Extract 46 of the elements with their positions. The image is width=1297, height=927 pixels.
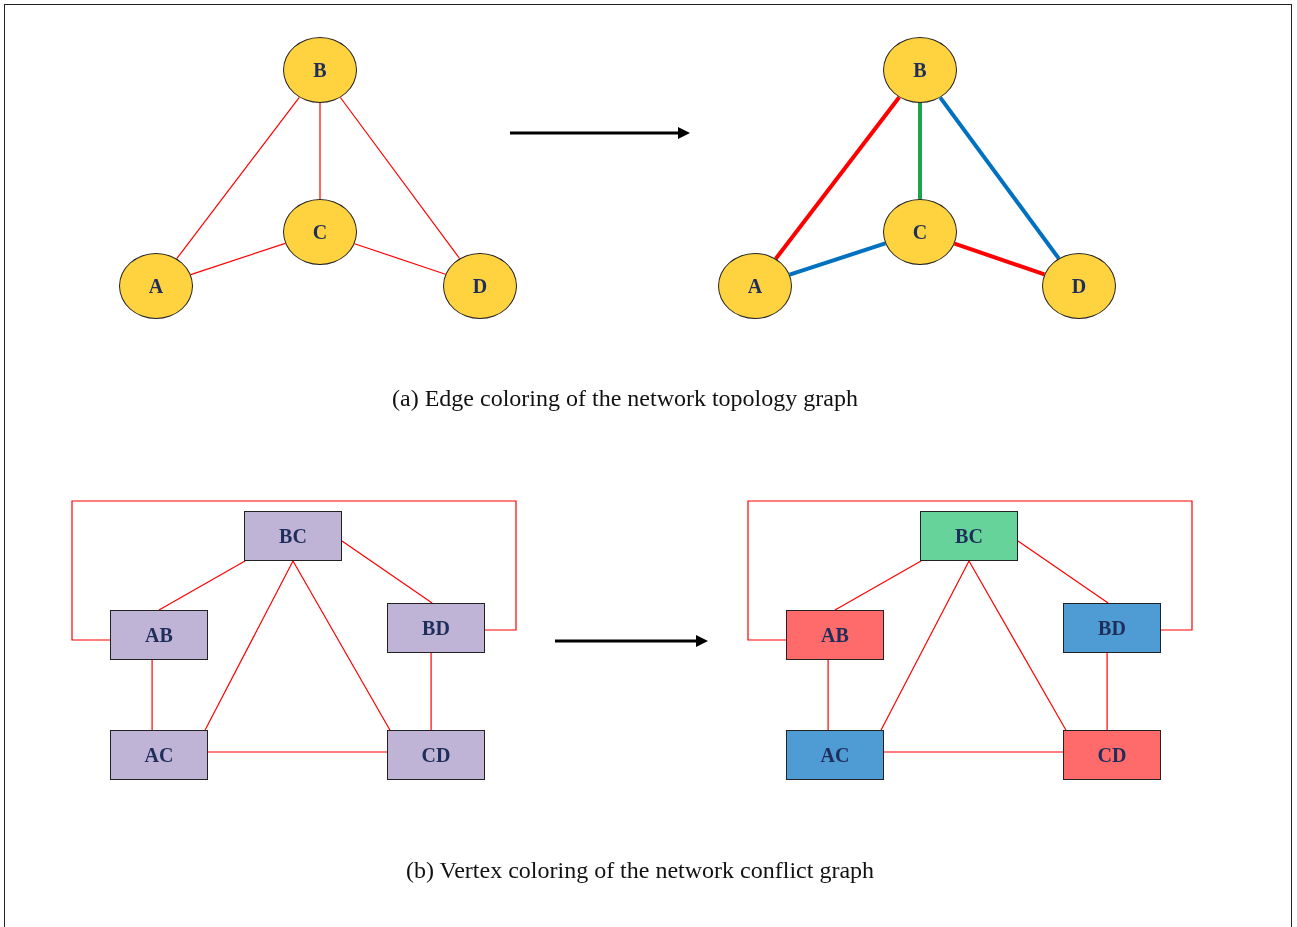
ellipse-node: D xyxy=(443,253,517,319)
connector-line xyxy=(747,500,1193,641)
connector-line xyxy=(207,751,388,753)
caption-text: (a) Edge coloring of the network topology graph xyxy=(392,385,858,412)
connector-line xyxy=(834,560,922,611)
rect-node: AB xyxy=(786,610,884,660)
connector-line xyxy=(1017,540,1109,604)
connector-line xyxy=(774,96,901,260)
connector-line xyxy=(968,560,1067,731)
connector-line xyxy=(354,243,446,275)
rect-node: CD xyxy=(1063,730,1161,780)
connector-line xyxy=(176,96,300,260)
rect-node: AC xyxy=(786,730,884,780)
caption-text: (b) Vertex coloring of the network conflict graph xyxy=(405,857,875,884)
connector-line xyxy=(204,560,294,731)
connector-line xyxy=(292,560,391,731)
connector-line xyxy=(827,659,829,731)
connector-line xyxy=(880,560,970,731)
connector-line xyxy=(71,500,517,641)
rect-node: AC xyxy=(110,730,208,780)
connector-line xyxy=(190,242,286,276)
connector-line xyxy=(938,96,1061,260)
rect-node: BC xyxy=(920,511,1018,561)
connector-line xyxy=(151,659,153,731)
ellipse-node: C xyxy=(883,199,957,265)
rect-node: BD xyxy=(1063,603,1161,653)
rect-node: CD xyxy=(387,730,485,780)
connector-line xyxy=(1106,652,1108,731)
connector-line xyxy=(341,540,433,604)
ellipse-node: A xyxy=(119,253,193,319)
ellipse-node: B xyxy=(283,37,357,103)
connector-line xyxy=(339,96,461,260)
connector-line xyxy=(918,103,922,199)
ellipse-node: D xyxy=(1042,253,1116,319)
rect-node: AB xyxy=(110,610,208,660)
connector-line xyxy=(430,652,432,731)
ellipse-node: A xyxy=(718,253,792,319)
ellipse-node: C xyxy=(283,199,357,265)
connector-line xyxy=(953,241,1046,277)
connector-line xyxy=(319,102,321,200)
connector-line xyxy=(883,751,1064,753)
connector-line xyxy=(789,241,886,277)
ellipse-node: B xyxy=(883,37,957,103)
rect-node: BD xyxy=(387,603,485,653)
rect-node: BC xyxy=(244,511,342,561)
connector-line xyxy=(158,560,246,611)
